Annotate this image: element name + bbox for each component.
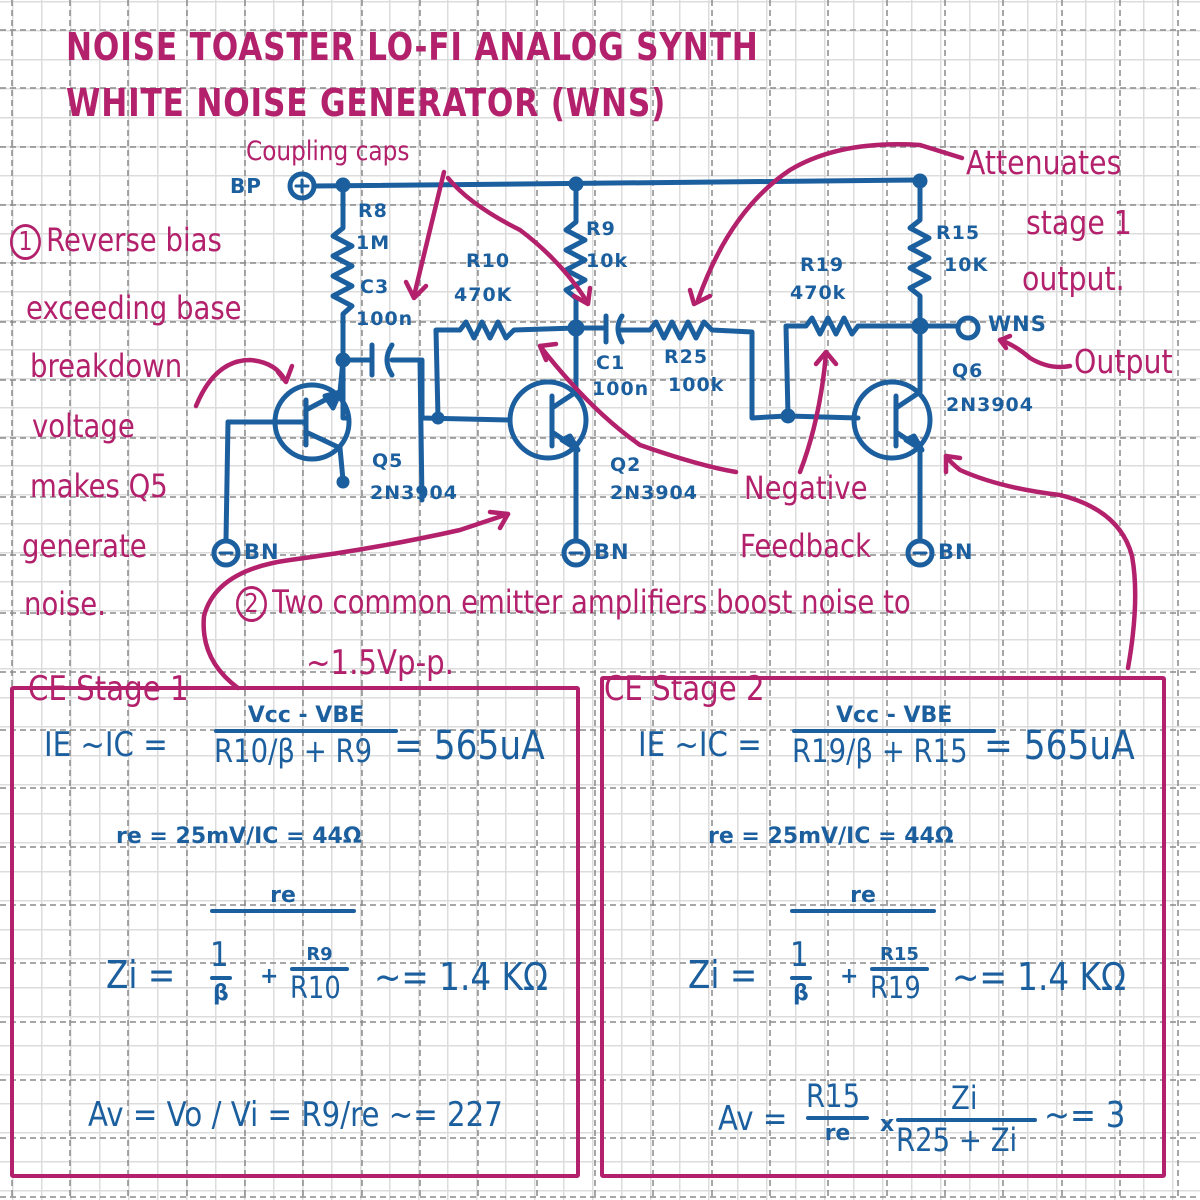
note-1-line-3: breakdown <box>30 347 183 385</box>
r8-value: 1M <box>356 232 391 254</box>
bn-terminal-icon-3 <box>905 538 935 568</box>
bn-label-3: BN <box>938 540 974 564</box>
bp-label: BP <box>230 174 262 198</box>
wns-output-label: WNS <box>988 312 1047 336</box>
negative-feedback-line-2: Feedback <box>740 527 872 565</box>
q5-ref: Q5 <box>372 450 404 472</box>
stage-1-ie-lhs: IE ~IC = <box>44 725 168 765</box>
bn-label-2: BN <box>594 540 630 564</box>
note-1-number-badge: 1 <box>10 224 41 260</box>
c3-ref: C3 <box>360 276 390 298</box>
r25-ref: R25 <box>664 346 709 368</box>
bn-label-1: BN <box>244 540 280 564</box>
stage-2-av-lhs: Av = <box>718 1099 788 1139</box>
stage-2-zi-result: ~= 1.4 KΩ <box>952 955 1126 999</box>
note-2-line-2: ~1.5Vp-p. <box>306 643 454 683</box>
r10-ref: R10 <box>466 250 511 272</box>
c1-value: 100n <box>592 378 650 400</box>
note-1-line-5: makes Q5 <box>30 467 168 505</box>
ce-stage-1-title: CE Stage 1 <box>28 669 189 709</box>
q6-value: 2N3904 <box>946 394 1035 416</box>
note-1-line-4: voltage <box>32 407 135 445</box>
r9-ref: R9 <box>586 218 616 240</box>
ce-stage-1-box <box>10 686 580 1178</box>
r25-value: 100k <box>668 374 725 396</box>
r9-value: 10k <box>586 250 629 272</box>
note-1-line-7: noise. <box>24 585 106 623</box>
r10-value: 470K <box>454 284 513 306</box>
q2-transistor-icon <box>507 379 589 461</box>
attenuates-line-3: output. <box>1022 259 1125 298</box>
stage-2-ie-result: = 565uA <box>984 723 1135 769</box>
note-2-number-badge: 2 <box>236 586 267 622</box>
attenuates-line-1: Attenuates <box>966 143 1122 182</box>
stage-1-av-equation: Av = Vo / Vi = R9/re ~= 227 <box>88 1095 503 1135</box>
bn-terminal-icon-2 <box>561 538 591 568</box>
stage-1-zi-result: ~= 1.4 KΩ <box>374 955 548 999</box>
ce-stage-2-title: CE Stage 2 <box>604 669 765 709</box>
stage-2-re-equation: re = 25mV/IC = 44Ω <box>708 824 954 849</box>
stage-1-ie-result: = 565uA <box>394 723 545 769</box>
stage-2-zi-lhs: Zi = <box>688 953 758 997</box>
c1-ref: C1 <box>596 352 626 374</box>
q6-transistor-icon <box>851 379 933 461</box>
note-1-line-6: generate <box>22 527 147 565</box>
r8-resistor <box>330 183 355 421</box>
ce-stage-2-box <box>600 676 1166 1178</box>
c3-value: 100n <box>356 308 414 330</box>
bn-terminal-icon <box>211 538 241 568</box>
attenuates-line-2: stage 1 <box>1026 203 1132 242</box>
coupling-caps-label: Coupling caps <box>246 136 410 167</box>
negative-feedback-line-1: Negative <box>744 469 868 507</box>
stage-1-zi-lhs: Zi = <box>106 953 176 997</box>
r19-ref: R19 <box>800 254 845 276</box>
r19-value: 470k <box>790 282 847 304</box>
q2-value: 2N3904 <box>610 482 699 504</box>
stage-2-ie-lhs: IE ~IC = <box>638 725 762 765</box>
stage-2-ie-fraction: Vcc - VBE R19/β + R15 <box>792 704 997 769</box>
q2-ref: Q2 <box>610 454 642 476</box>
stage-1-re-equation: re = 25mV/IC = 44Ω <box>116 824 362 849</box>
stage-1-ie-fraction: Vcc - VBE R10/β + R9 <box>214 704 398 769</box>
stage-2-av-result: ~= 3 <box>1044 1095 1126 1136</box>
output-annotation: Output <box>1074 342 1173 381</box>
q5-value: 2N3904 <box>370 482 459 504</box>
r8-ref: R8 <box>358 200 388 222</box>
wns-output-terminal-icon <box>955 315 981 341</box>
note-1-line-2: exceeding base <box>26 289 242 327</box>
r15-value: 10K <box>944 254 989 276</box>
q6-ref: Q6 <box>952 360 984 382</box>
title-line-1: NOISE TOASTER LO-FI ANALOG SYNTH <box>66 25 759 69</box>
r15-ref: R15 <box>936 222 981 244</box>
title-line-2: WHITE NOISE GENERATOR (WNS) <box>66 81 667 125</box>
